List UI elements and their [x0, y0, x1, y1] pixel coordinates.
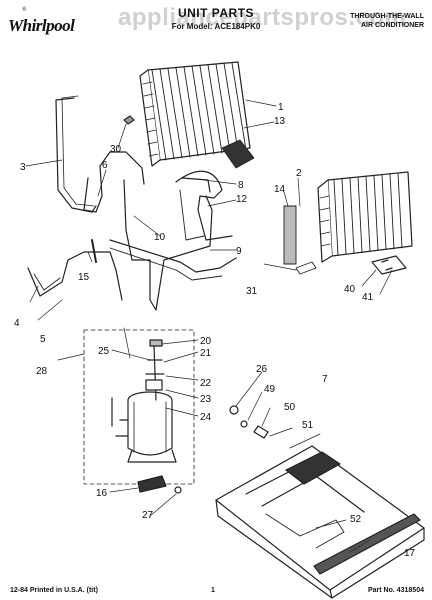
callout-8: 8 — [238, 180, 244, 191]
small-bracket-41 — [371, 255, 407, 275]
callout-22: 22 — [200, 378, 212, 389]
part-49 — [240, 420, 248, 428]
page-title: UNIT PARTS — [177, 6, 255, 20]
vent-grille-13 — [221, 139, 255, 169]
callout-24: 24 — [200, 412, 212, 423]
callout-2: 2 — [296, 168, 302, 179]
callout-20: 20 — [200, 336, 212, 347]
print-info: 12-84 Printed in U.S.A. (tit) — [10, 587, 98, 594]
callout-7: 7 — [322, 374, 328, 385]
brand-logo: Whirlpool ® — [8, 7, 75, 36]
part-50 — [253, 425, 269, 439]
callout-4: 4 — [14, 318, 20, 329]
tube-assembly-10-12 — [123, 179, 213, 311]
callout-30: 30 — [110, 144, 122, 155]
brand-name: Whirlpool — [8, 16, 75, 35]
callout-14: 14 — [274, 184, 286, 195]
callout-41: 41 — [362, 292, 374, 303]
brand-mark: ® — [22, 7, 27, 13]
tube-6 — [83, 151, 145, 213]
product-line-1: THROUGH-THE-WALL — [350, 13, 424, 20]
capillary-tube-8 — [175, 170, 233, 241]
seal-strip-17 — [313, 513, 421, 575]
part-16 — [137, 475, 167, 493]
callout-17: 17 — [404, 548, 416, 559]
callout-10: 10 — [154, 232, 166, 243]
callout-27: 27 — [142, 510, 154, 521]
condenser-coil — [139, 61, 251, 167]
tube-9 — [109, 239, 237, 273]
callout-26: 26 — [256, 364, 268, 375]
callout-3: 3 — [20, 162, 26, 173]
base-pan — [215, 445, 425, 599]
callout-1: 1 — [278, 102, 284, 113]
callout-49: 49 — [264, 384, 276, 395]
model-number: For Model: ACE184PK0 — [171, 22, 261, 31]
page-number: 1 — [211, 587, 215, 594]
callout-23: 23 — [200, 394, 212, 405]
callout-12: 12 — [236, 194, 248, 205]
part-30 — [123, 115, 135, 125]
callout-16: 16 — [96, 488, 108, 499]
callout-21: 21 — [200, 348, 212, 359]
callout-50: 50 — [284, 402, 296, 413]
filter-drier-15 — [91, 239, 97, 263]
callout-28: 28 — [36, 366, 48, 377]
callout-31: 31 — [246, 286, 258, 297]
callout-6: 6 — [102, 160, 108, 171]
evaporator-coil — [317, 171, 413, 263]
part-27 — [174, 486, 182, 494]
callout-51: 51 — [302, 420, 314, 431]
product-line-2: AIR CONDITIONER — [361, 22, 424, 29]
callout-52: 52 — [350, 514, 362, 525]
mounting-bracket-14 — [283, 205, 297, 265]
callout-9: 9 — [236, 246, 242, 257]
watermark: appliancepartspros.com — [118, 4, 407, 31]
part-26 — [229, 405, 239, 415]
callout-15: 15 — [78, 272, 90, 283]
tube-4-5 — [27, 251, 123, 301]
callout-25: 25 — [98, 346, 110, 357]
callout-5: 5 — [40, 334, 46, 345]
callout-40: 40 — [344, 284, 356, 295]
part-number: Part No. 4318504 — [367, 587, 424, 594]
part-31 — [295, 261, 317, 275]
product-type: THROUGH-THE-WALL AIR CONDITIONER — [350, 12, 424, 30]
callout-13: 13 — [274, 116, 286, 127]
